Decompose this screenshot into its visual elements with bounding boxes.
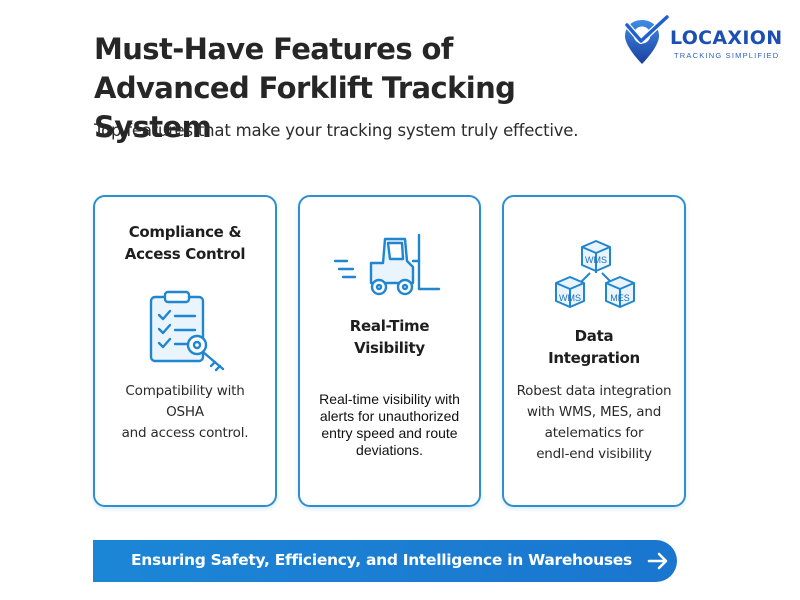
card-heading: Data Integration: [548, 327, 640, 367]
page-subtitle: Top features that make your tracking sys…: [94, 121, 579, 140]
card-heading: Real-Time Visibility: [349, 317, 430, 357]
data-cubes-icon: WMS WMS MES: [555, 240, 635, 308]
feature-card-integration: WMS WMS MES Data Integration Robest data…: [502, 195, 686, 507]
cta-banner[interactable]: Ensuring Safety, Efficiency, and Intelli…: [93, 540, 677, 582]
cube-label: MES: [610, 293, 630, 303]
card-description: Robest data integration with WMS, MES, a…: [516, 383, 672, 462]
forklift-icon: [333, 233, 441, 296]
card-heading: Compliance & Access Control: [124, 223, 246, 263]
card-description: Compatibility with OSHA and access contr…: [121, 383, 249, 441]
location-pin-check-icon: [624, 14, 670, 64]
feature-card-visibility: Real-Time Visibility Real-time visibilit…: [298, 195, 481, 507]
feature-card-compliance: Compliance & Access Control Compatibilit…: [93, 195, 277, 507]
clipboard-key-icon: [149, 290, 225, 372]
page-title: Must-Have Features of Advanced Forklift …: [94, 32, 516, 144]
brand-tagline: TRACKING SIMPLIFIED: [674, 51, 780, 60]
cube-label: WMS: [585, 255, 607, 265]
cube-label: WMS: [559, 293, 581, 303]
card-description: Real-time visibility with alerts for una…: [319, 391, 460, 458]
arrow-right-icon[interactable]: [646, 549, 670, 573]
brand-name: LOCAXION: [670, 27, 783, 49]
brand-logo: LOCAXION TRACKING SIMPLIFIED: [622, 14, 794, 70]
banner-text: Ensuring Safety, Efficiency, and Intelli…: [131, 551, 632, 569]
